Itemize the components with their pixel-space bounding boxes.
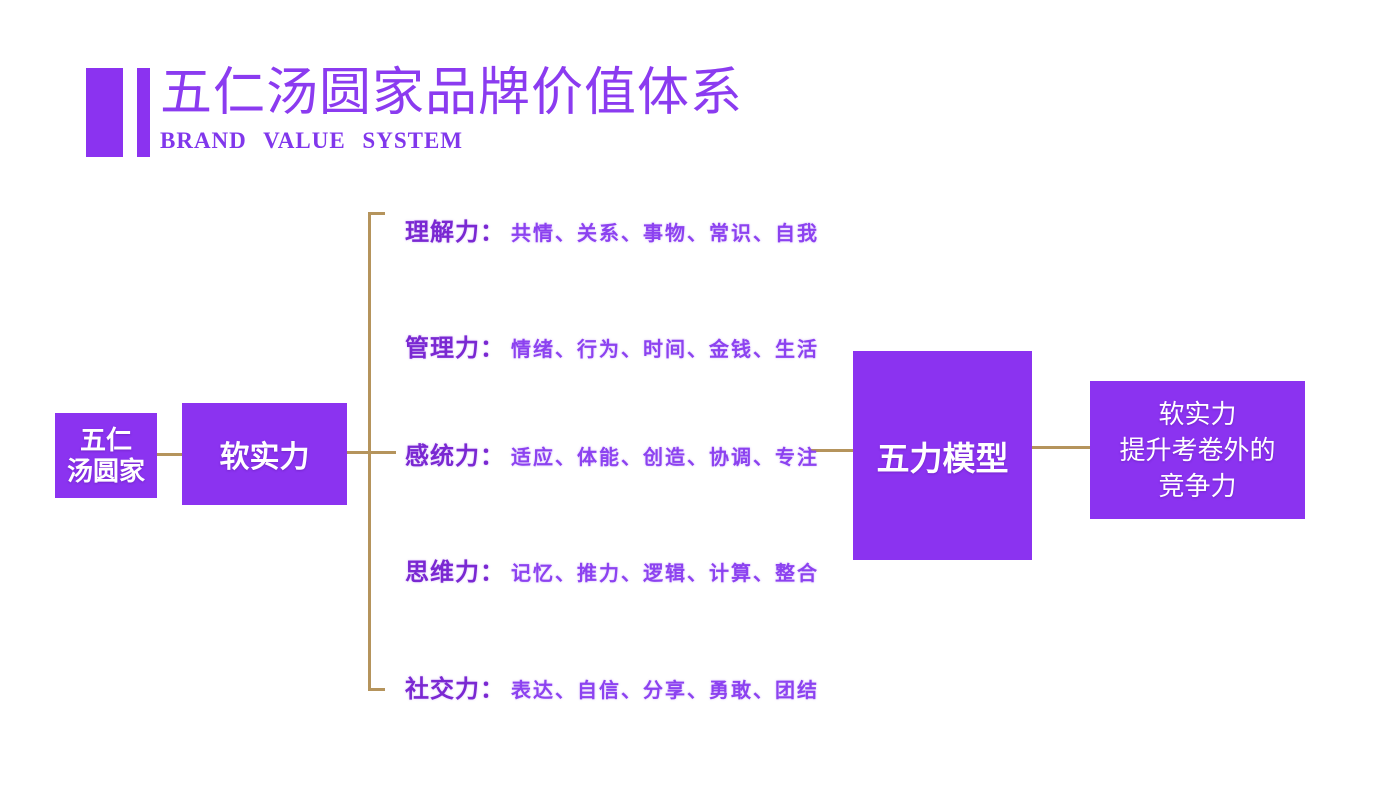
bracket-bottom-foot	[368, 688, 385, 691]
node-brand: 五仁 汤圆家	[55, 413, 157, 498]
ability-row-items: 情绪、行为、时间、金钱、生活	[511, 339, 819, 361]
node-soft-power: 软实力	[182, 403, 347, 505]
title-accent-bar-thin	[137, 68, 150, 157]
ability-row-thinking: 思维力： 记忆、推力、逻辑、计算、整合	[405, 552, 819, 587]
title-accent-bar-wide	[86, 68, 123, 157]
bracket-top-foot	[368, 212, 385, 215]
page-subtitle: BRAND VALUE SYSTEM	[160, 128, 463, 153]
connector-row-to-model	[810, 449, 853, 452]
connector-model-to-result	[1032, 446, 1090, 449]
connector-soft-to-bracket	[347, 451, 396, 454]
ability-row-sensory: 感统力： 适应、体能、创造、协调、专注	[405, 436, 819, 471]
node-result-line2: 提升考卷外的	[1119, 435, 1276, 465]
connector-brand-to-soft	[157, 453, 182, 456]
bracket-vertical-line	[368, 212, 371, 691]
node-soft-power-label: 软实力	[219, 441, 310, 474]
node-brand-line2: 汤圆家	[66, 455, 145, 486]
node-result-line3: 竞争力	[1158, 471, 1237, 501]
ability-row-label: 社交力：	[405, 676, 505, 703]
ability-row-management: 管理力： 情绪、行为、时间、金钱、生活	[405, 328, 819, 363]
ability-row-label: 管理力：	[405, 335, 505, 362]
page-title: 五仁汤圆家品牌价值体系	[160, 63, 744, 123]
ability-row-items: 适应、体能、创造、协调、专注	[511, 447, 819, 469]
ability-row-label: 理解力：	[405, 219, 505, 246]
ability-row-social: 社交力： 表达、自信、分享、勇敢、团结	[405, 669, 819, 704]
node-brand-line1: 五仁	[79, 424, 132, 455]
node-result: 软实力 提升考卷外的 竞争力	[1090, 381, 1305, 519]
node-result-line1: 软实力	[1158, 399, 1237, 429]
ability-row-label: 思维力：	[405, 559, 505, 586]
node-five-force-model-label: 五力模型	[876, 439, 1009, 477]
ability-row-items: 共情、关系、事物、常识、自我	[511, 223, 819, 245]
ability-row-understanding: 理解力： 共情、关系、事物、常识、自我	[405, 212, 819, 247]
ability-row-items: 表达、自信、分享、勇敢、团结	[511, 680, 819, 702]
ability-row-label: 感统力：	[405, 443, 505, 470]
ability-row-items: 记忆、推力、逻辑、计算、整合	[511, 563, 819, 585]
node-five-force-model: 五力模型	[853, 351, 1032, 560]
